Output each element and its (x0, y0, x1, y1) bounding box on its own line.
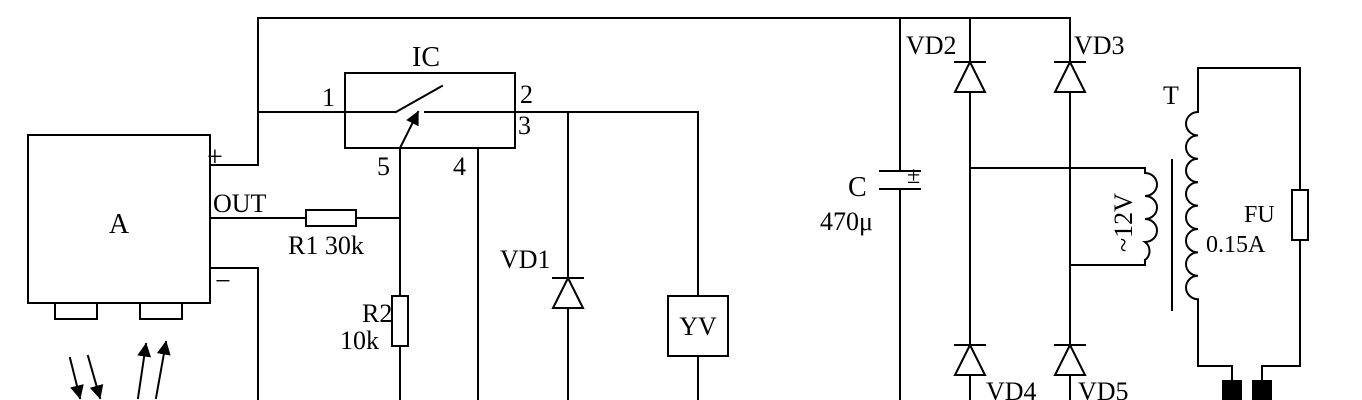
vd5-label: VD5 (1078, 377, 1129, 400)
fuse-name-label: FU (1244, 202, 1275, 228)
vd2-label: VD2 (906, 31, 957, 60)
vd3-label: VD3 (1074, 31, 1125, 60)
yv-label: YV (679, 312, 717, 341)
ic-pin2-label: 2 (520, 80, 533, 109)
solenoid-yv: YV (667, 295, 729, 357)
transformer-label: T (1163, 81, 1179, 110)
ic-pin5-label: 5 (377, 152, 390, 181)
sensor-pad-right (139, 302, 183, 320)
diode-vd4: VD4 (953, 342, 1037, 400)
mains-plug-icon (1222, 380, 1272, 400)
r2-value-label: 10k (340, 326, 379, 355)
capacitor-name-label: C (848, 172, 867, 203)
capacitor-c: ± C 470μ (820, 163, 921, 236)
module-a: A + − OUT (27, 134, 267, 400)
transformer-secondary-label: ~12V (1109, 193, 1138, 252)
capacitor-polarity-label: ± (907, 163, 920, 189)
sensor-pad-left (54, 302, 98, 320)
ic-switch-blade (394, 84, 444, 114)
ic-label: IC (412, 42, 440, 73)
module-a-plus-label: + (207, 142, 223, 173)
diode-vd2: VD2 (906, 31, 987, 93)
resistor-r2: R2 10k (340, 295, 409, 355)
r1-label: R1 30k (288, 231, 364, 260)
ic-control-arrow (398, 110, 420, 150)
diode-vd3: VD3 (1053, 31, 1125, 93)
transformer-secondary-coil (1142, 171, 1158, 262)
ic-pin1-label: 1 (322, 83, 335, 112)
vd1-label: VD1 (500, 245, 551, 274)
module-a-label: A (109, 209, 130, 240)
ic-pin4-label: 4 (453, 152, 466, 181)
diode-vd1: VD1 (500, 245, 585, 309)
infrared-arrows-icon (68, 340, 171, 400)
r2-name-label: R2 (362, 299, 392, 328)
capacitor-value-label: 470μ (820, 207, 873, 236)
transformer-t: T ~12V (1109, 81, 1200, 311)
transformer-primary-coil (1185, 110, 1200, 301)
fuse-fu: FU 0.15A (1206, 189, 1309, 258)
resistor-r1: R1 30k (288, 209, 364, 260)
module-a-out-label: OUT (213, 189, 267, 218)
ic-relay: IC 1 2 3 4 5 (322, 42, 533, 181)
ic-pin3-label: 3 (518, 111, 531, 140)
ic-body (344, 72, 516, 149)
diode-vd5: VD5 (1053, 342, 1129, 400)
vd4-label: VD4 (986, 377, 1037, 400)
module-a-minus-label: − (215, 266, 231, 297)
fuse-value-label: 0.15A (1206, 232, 1266, 258)
module-a-body (27, 134, 211, 304)
